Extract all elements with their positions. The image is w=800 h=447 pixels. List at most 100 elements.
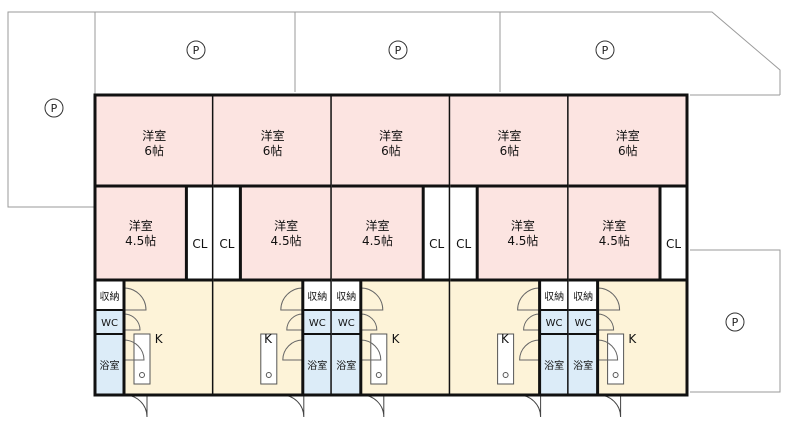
- kitchen-label: K: [264, 332, 273, 346]
- closet-label: CL: [666, 237, 681, 251]
- bath-label: 浴室: [573, 359, 593, 372]
- door-swing: [597, 313, 615, 331]
- room-western-6: [95, 95, 214, 186]
- bathroom: [568, 334, 598, 395]
- storage-label: 収納: [544, 290, 564, 303]
- storage: [302, 280, 332, 310]
- entrance-door: [518, 394, 542, 418]
- bath-label: 浴室: [336, 359, 356, 372]
- door-swing: [360, 339, 382, 361]
- room-6-label: 洋室: [497, 128, 521, 143]
- kitchen-label: K: [628, 332, 637, 346]
- room-western-6: [213, 95, 332, 186]
- wc-label: WC: [575, 318, 592, 329]
- room-6-label: 洋室: [616, 128, 640, 143]
- door-swing: [123, 339, 145, 361]
- room-4-5-size: 4.5帖: [271, 233, 302, 248]
- kitchen-label: K: [501, 332, 510, 346]
- storage: [331, 280, 361, 310]
- wc-label: WC: [546, 318, 563, 329]
- room-6-size: 6帖: [500, 143, 520, 158]
- room-western-4-5: [331, 186, 424, 280]
- door-swing: [597, 339, 619, 361]
- faucet-icon: [612, 372, 619, 378]
- parking-label: P: [732, 316, 739, 329]
- door-swing: [360, 287, 384, 311]
- parking-label: P: [395, 44, 402, 57]
- storage-label: 収納: [573, 290, 593, 303]
- parking-marker: P: [388, 40, 408, 60]
- wc: [95, 310, 124, 334]
- room-4-5-label: 洋室: [129, 218, 153, 233]
- room-western-6: [450, 95, 569, 186]
- bath-label: 浴室: [307, 359, 327, 372]
- faucet-icon: [139, 372, 145, 378]
- parking-markers: P P P P P: [44, 40, 745, 332]
- parking-label: P: [51, 102, 58, 115]
- parking-lots-top: [94, 11, 781, 95]
- entrance-door: [124, 394, 148, 418]
- door-swing: [286, 313, 303, 331]
- room-4-5-label: 洋室: [365, 218, 389, 233]
- storage-label: 収納: [307, 290, 327, 303]
- bathroom: [302, 334, 332, 395]
- room-6-label: 洋室: [379, 128, 403, 143]
- wc: [331, 310, 361, 334]
- kitchen-label: K: [155, 332, 164, 346]
- kitchen-sink: [607, 333, 625, 385]
- parking-lots: [7, 11, 781, 393]
- wc-label: WC: [101, 318, 118, 329]
- room-6-size: 6帖: [381, 143, 401, 158]
- bathroom: [331, 334, 361, 395]
- room-6-label: 洋室: [142, 128, 166, 143]
- room-western-4-5: [95, 186, 187, 280]
- storage: [95, 280, 124, 310]
- bath-label: 浴室: [544, 359, 564, 372]
- entrance-door: [598, 394, 622, 418]
- room-4-5-size: 4.5帖: [362, 233, 393, 248]
- bathroom: [95, 334, 124, 395]
- closet: [423, 186, 451, 280]
- door-swing: [282, 339, 303, 361]
- parking-marker: P: [595, 40, 615, 60]
- wc: [302, 310, 332, 334]
- wc: [568, 310, 598, 334]
- room-western-4-5: [240, 186, 332, 280]
- door-swing: [519, 339, 540, 361]
- closet-label: CL: [456, 237, 471, 251]
- storage-label: 収納: [336, 290, 356, 303]
- kitchen: [213, 280, 303, 395]
- bathroom: [539, 334, 569, 395]
- wc-label: WC: [309, 318, 326, 329]
- wc: [539, 310, 569, 334]
- kitchen-sink: [370, 333, 388, 385]
- room-western-4-5: [568, 186, 660, 280]
- closet: [660, 186, 687, 280]
- wc-label: WC: [338, 318, 355, 329]
- parking-marker: P: [44, 98, 64, 118]
- door-swing: [523, 313, 540, 331]
- door-swing: [123, 313, 141, 331]
- door-swing: [123, 287, 147, 311]
- bath-label: 浴室: [100, 359, 120, 372]
- storage: [539, 280, 569, 310]
- faucet-icon: [502, 372, 509, 378]
- room-western-4-5: [477, 186, 569, 280]
- room-6-size: 6帖: [263, 143, 283, 158]
- room-western-6: [568, 95, 687, 186]
- parking-lot-right: [690, 249, 781, 393]
- closet-label: CL: [219, 237, 234, 251]
- door-swing: [280, 287, 303, 311]
- kitchen-sink: [133, 333, 151, 385]
- closet: [450, 186, 478, 280]
- closet-label: CL: [192, 237, 207, 251]
- parking-lot-left: [7, 11, 95, 208]
- room-western-6: [331, 95, 451, 186]
- storage: [568, 280, 598, 310]
